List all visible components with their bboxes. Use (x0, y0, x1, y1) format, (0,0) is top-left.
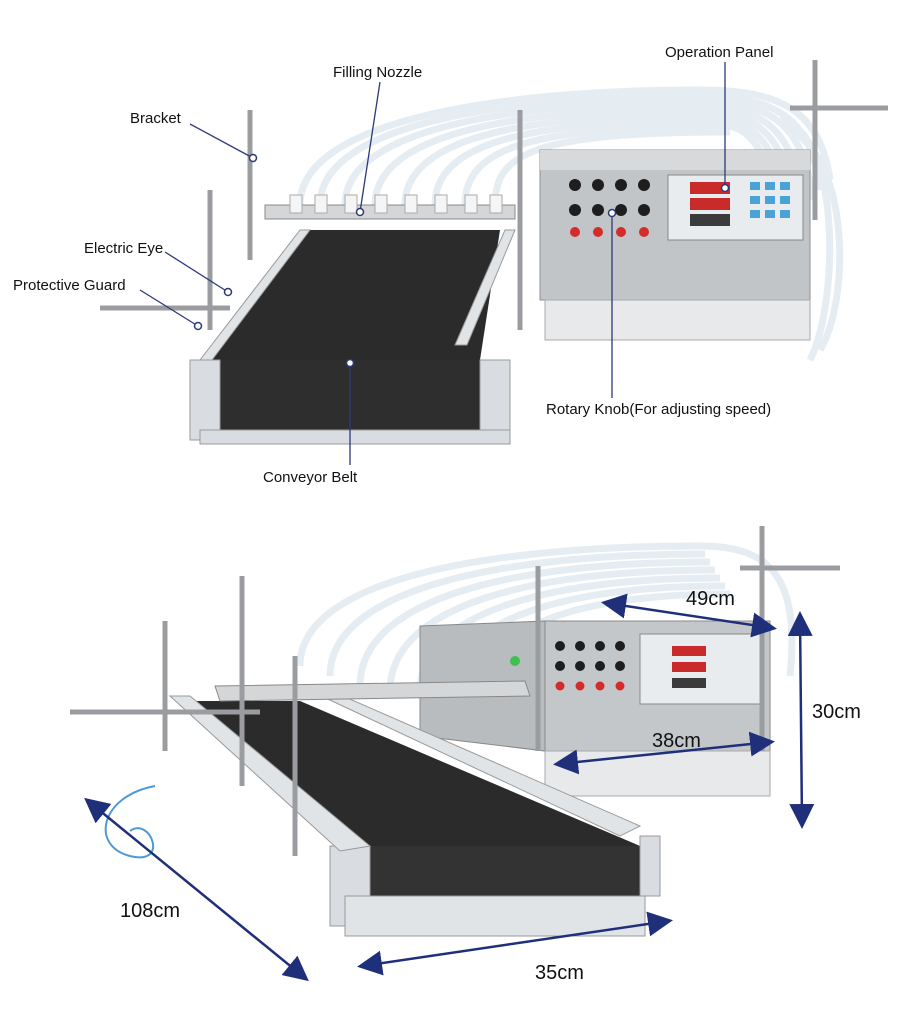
bracket-posts (100, 60, 888, 330)
label-filling-nozzle: Filling Nozzle (333, 64, 423, 81)
dimension-108cm: 108cm (120, 900, 181, 922)
annotation-pointers (139, 62, 726, 465)
dimension-49cm: 49cm (686, 588, 735, 610)
silicone-tubes (296, 86, 844, 362)
label-operation-panel: Operation Panel (665, 44, 774, 61)
control-box-bottom (419, 620, 771, 797)
label-electric-eye: Electric Eye (84, 240, 164, 257)
dimension-38cm: 38cm (652, 730, 701, 752)
label-rotary-knob: Rotary Knob(For adjusting speed) (546, 401, 772, 418)
label-bracket: Bracket (130, 110, 181, 127)
dimension-arrows (84, 593, 815, 982)
dimension-35cm: 35cm (535, 962, 584, 984)
annotation-dots (193, 153, 730, 368)
machine-illustration-top (100, 60, 888, 465)
top-product-view: Bracket Filling Nozzle Operation Panel E… (13, 44, 888, 486)
label-conveyor-belt: Conveyor Belt (263, 469, 358, 486)
nozzle-bar (264, 194, 516, 220)
machine-illustration-bottom (70, 526, 840, 982)
control-box (539, 149, 811, 341)
dimension-30cm: 30cm (812, 701, 861, 723)
conveyor-body (189, 229, 516, 445)
label-protective-guard: Protective Guard (13, 277, 126, 294)
bottom-dimension-view: 49cm 30cm 38cm 108cm 35cm (0, 516, 900, 1032)
bracket-posts-bottom (70, 526, 840, 856)
